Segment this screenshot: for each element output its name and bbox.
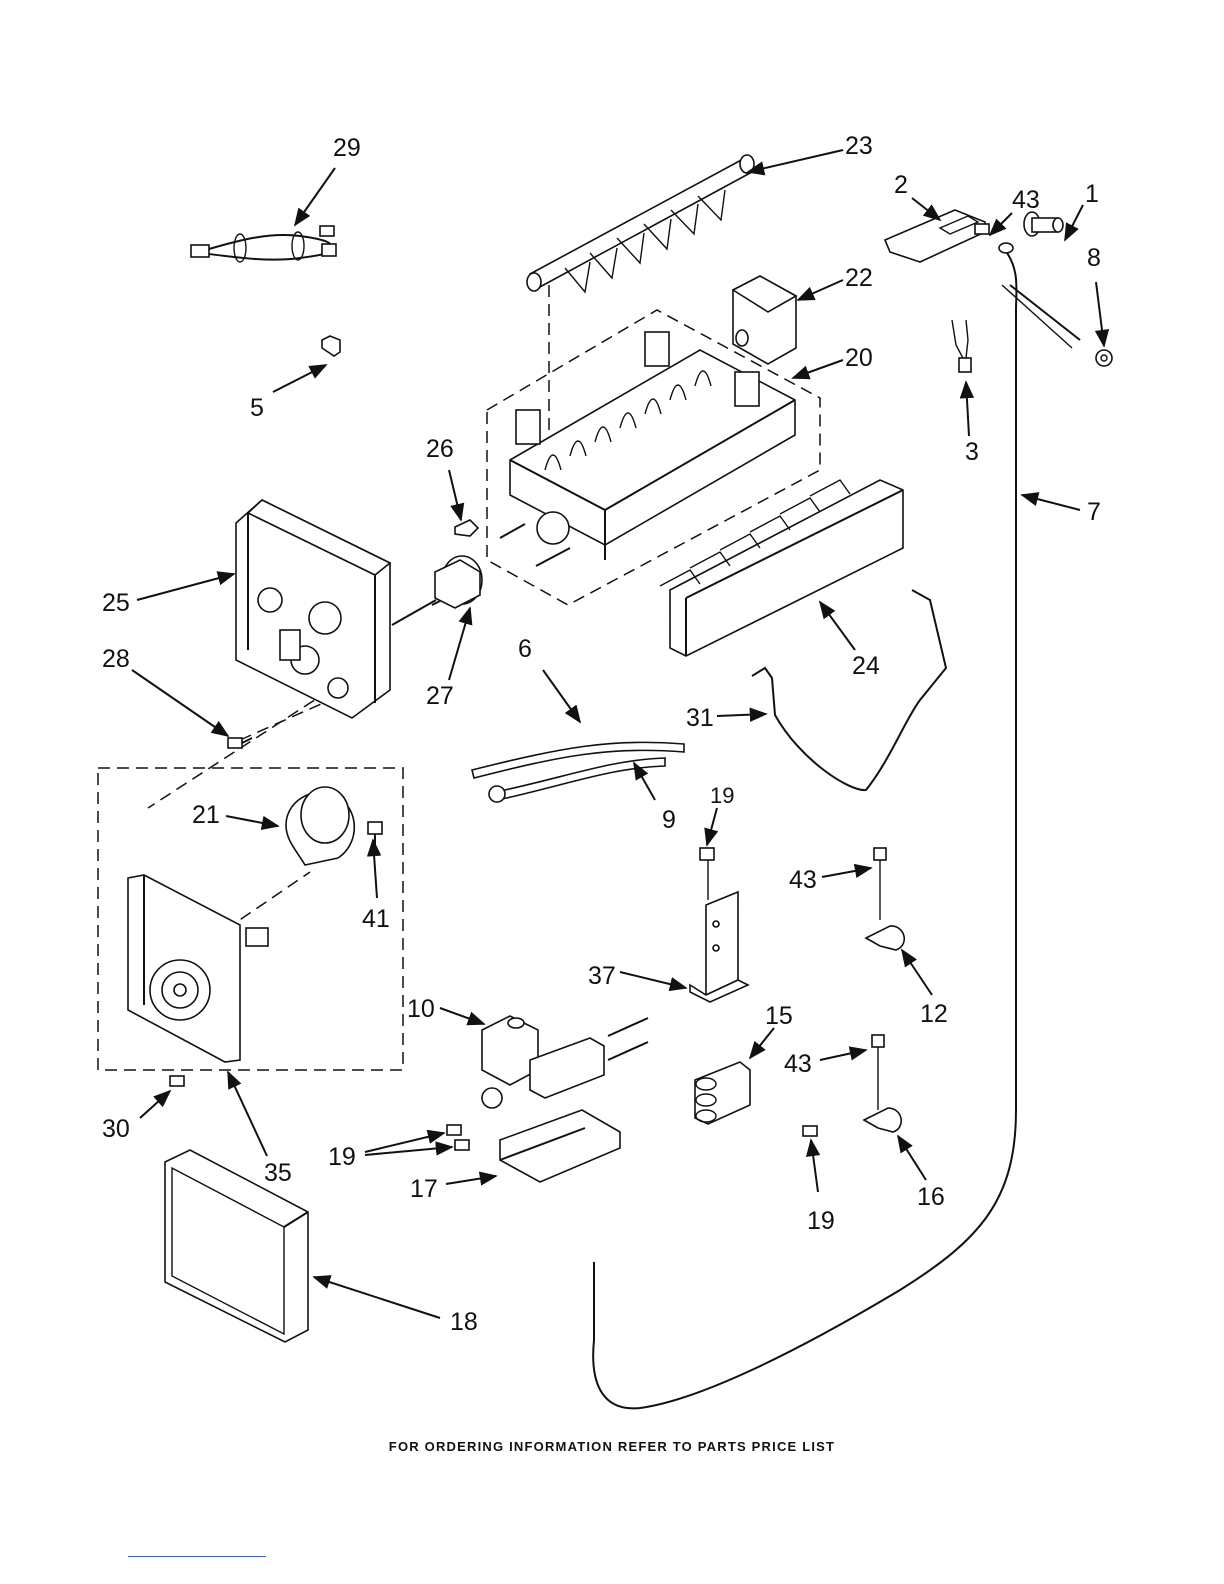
part-17-bracket (500, 1110, 620, 1182)
callout-16: 16 (917, 1183, 945, 1211)
part-30-screw (170, 1076, 184, 1086)
ordering-info-footer: FOR ORDERING INFORMATION REFER TO PARTS … (0, 1439, 1224, 1454)
callout-20: 20 (845, 344, 873, 372)
callout-25: 25 (102, 589, 130, 617)
callout-9: 9 (662, 806, 676, 834)
part-25-housing (236, 500, 390, 718)
part-35-control-module (128, 875, 268, 1062)
callout-6: 6 (518, 635, 532, 663)
part-15-bracket (695, 1062, 750, 1124)
part-43-screw-top (975, 224, 989, 234)
callout-37: 37 (588, 962, 616, 990)
callout-24: 24 (852, 652, 880, 680)
callout-12: 12 (920, 1000, 948, 1028)
callout-35: 35 (264, 1159, 292, 1187)
footer-rule (128, 1556, 266, 1557)
part-8-washer (1096, 350, 1112, 366)
callout-19: 19 (328, 1143, 356, 1171)
part-19-screws (447, 848, 817, 1150)
part-5-clip (322, 336, 340, 356)
callout-17: 17 (410, 1175, 438, 1203)
callout-10: 10 (407, 995, 435, 1023)
callout-8: 8 (1087, 244, 1101, 272)
callout-29: 29 (333, 134, 361, 162)
callout-19: 19 (807, 1207, 835, 1235)
callout-21: 21 (192, 801, 220, 829)
callout-23: 23 (845, 132, 873, 160)
callout-19: 19 (710, 783, 734, 808)
part-3-harness (952, 320, 971, 372)
callout-1: 1 (1085, 180, 1099, 208)
callout-22: 22 (845, 264, 873, 292)
part-1-fitting (1024, 212, 1063, 236)
callout-15: 15 (765, 1002, 793, 1030)
callout-43: 43 (784, 1050, 812, 1078)
callout-27: 27 (426, 682, 454, 710)
callout-2: 2 (894, 171, 908, 199)
part-29-wire-harness (191, 226, 336, 262)
part-12-clamp (866, 848, 904, 950)
part-41-screw (368, 822, 382, 848)
callout-26: 26 (426, 435, 454, 463)
callout-28: 28 (102, 645, 130, 673)
part-37-bracket (690, 892, 748, 1002)
part-23-ejector (527, 155, 754, 292)
part-16-clamp (864, 1035, 901, 1132)
callout-5: 5 (250, 394, 264, 422)
callout-3: 3 (965, 438, 979, 466)
callout-43: 43 (789, 866, 817, 894)
part-21-motor (286, 787, 354, 865)
callout-43: 43 (1012, 186, 1040, 214)
callout-30: 30 (102, 1115, 130, 1143)
callout-18: 18 (450, 1308, 478, 1336)
callout-7: 7 (1087, 498, 1101, 526)
part-26-clip (455, 520, 478, 536)
callout-31: 31 (686, 704, 714, 732)
part-24-ice-stripper (660, 480, 903, 656)
part-10-water-valve (482, 1016, 648, 1108)
part-2-bracket (885, 210, 985, 262)
callout-41: 41 (362, 905, 390, 933)
part-31-wire-arm (752, 590, 946, 790)
part-22-cover (733, 276, 796, 364)
